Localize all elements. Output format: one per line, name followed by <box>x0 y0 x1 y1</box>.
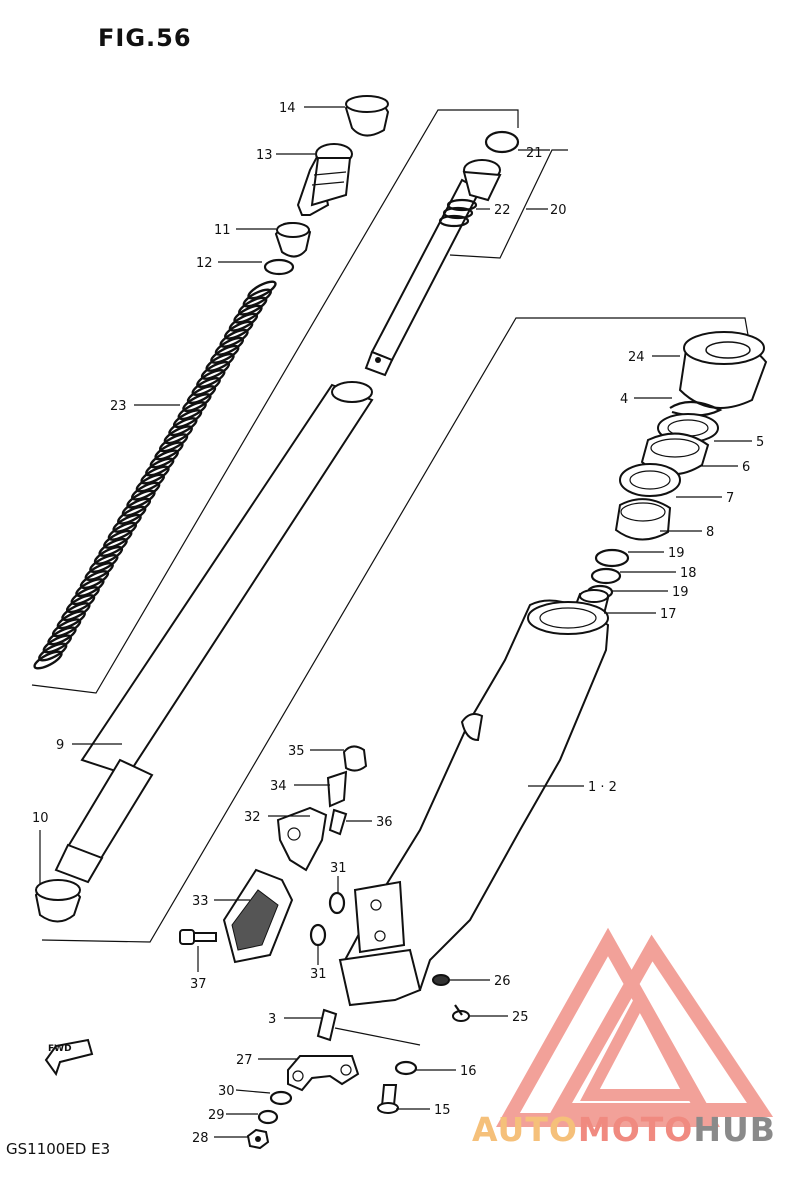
label-6: 6 <box>742 460 750 475</box>
label-31-upper: 31 <box>330 861 347 876</box>
part-14-cap <box>344 95 390 137</box>
label-30: 30 <box>218 1084 235 1099</box>
fwd-label: FWD <box>48 1044 72 1054</box>
label-31-lower: 31 <box>310 967 327 982</box>
part-26-washer <box>432 974 450 986</box>
label-17: 17 <box>660 607 677 622</box>
label-19-lower: 19 <box>672 585 689 600</box>
part-3-stud <box>316 1008 338 1042</box>
part-29-washer <box>257 1109 279 1125</box>
part-25-bolt <box>452 1004 470 1022</box>
label-18: 18 <box>680 566 697 581</box>
label-32: 32 <box>244 810 261 825</box>
part-23-fork-spring <box>33 280 277 670</box>
part-19-gasket-upper <box>594 548 630 568</box>
part-32-fitting <box>276 806 328 872</box>
part-27-axle-clamp <box>287 1055 360 1092</box>
part-30-washer <box>269 1090 293 1106</box>
callout-labels: 14 13 11 12 23 21 22 20 24 4 5 6 7 8 19 … <box>32 101 764 1146</box>
label-21: 21 <box>526 146 543 161</box>
part-13-adjuster <box>296 143 353 216</box>
part-22-piston-ring <box>438 198 478 228</box>
part-35-cap <box>342 745 368 772</box>
watermark-part-hub: HUB <box>693 1110 776 1149</box>
label-16: 16 <box>460 1064 477 1079</box>
label-22: 22 <box>494 203 511 218</box>
label-36: 36 <box>376 815 393 830</box>
label-14: 14 <box>279 101 296 116</box>
watermark-logo <box>496 927 774 1127</box>
part-31-washer-upper <box>328 891 346 915</box>
label-26: 26 <box>494 974 511 989</box>
part-9-inner-tube <box>54 381 374 884</box>
part-18-ring <box>590 567 622 585</box>
label-4: 4 <box>620 392 628 407</box>
part-12-oring <box>263 258 295 276</box>
label-35: 35 <box>288 744 305 759</box>
label-20: 20 <box>550 203 567 218</box>
label-1-2: 1 · 2 <box>588 780 617 795</box>
label-37: 37 <box>190 977 207 992</box>
watermark-text: AUTOMOTOHUB <box>472 1110 776 1149</box>
label-9: 9 <box>56 738 64 753</box>
label-3: 3 <box>268 1012 276 1027</box>
label-29: 29 <box>208 1108 225 1123</box>
part-33-cover <box>222 868 294 964</box>
part-20-damper-rod <box>364 159 502 377</box>
part-24-dust-boot <box>678 331 768 409</box>
label-10: 10 <box>32 811 49 826</box>
part-28-nut <box>246 1128 270 1150</box>
label-13: 13 <box>256 148 273 163</box>
label-24: 24 <box>628 350 645 365</box>
label-27: 27 <box>236 1053 253 1068</box>
part-10-oil-seal <box>34 879 82 923</box>
figure-title: FIG.56 <box>98 24 192 52</box>
label-33: 33 <box>192 894 209 909</box>
label-7: 7 <box>726 491 734 506</box>
part-36-bolt <box>328 808 348 836</box>
model-code: GS1100ED E3 <box>6 1140 111 1158</box>
part-16-washer <box>394 1060 418 1076</box>
part-21-ring <box>484 130 520 154</box>
part-7-washer <box>619 463 681 497</box>
part-37-bolt <box>179 929 217 945</box>
watermark-part-auto: AUTO <box>472 1110 578 1149</box>
part-34-bleeder <box>326 770 348 808</box>
part-15-bolt <box>377 1084 399 1114</box>
label-5: 5 <box>756 435 764 450</box>
label-23: 23 <box>110 399 127 414</box>
part-8-bushing <box>614 498 672 541</box>
part-31-washer-lower <box>309 923 327 947</box>
label-11: 11 <box>214 223 231 238</box>
label-15: 15 <box>434 1103 451 1118</box>
label-28: 28 <box>192 1131 209 1146</box>
label-34: 34 <box>270 779 287 794</box>
part-1-2-outer-tube <box>338 599 610 1007</box>
label-25: 25 <box>512 1010 529 1025</box>
leader-lines <box>39 106 752 1138</box>
fwd-arrow-icon <box>44 1038 94 1077</box>
label-19-upper: 19 <box>668 546 685 561</box>
spring-coil <box>33 650 63 670</box>
label-8: 8 <box>706 525 714 540</box>
group-boundary-lines <box>31 109 749 1046</box>
part-11-spacer <box>274 222 312 258</box>
watermark-part-moto: MOTO <box>577 1110 694 1149</box>
label-12: 12 <box>196 256 213 271</box>
